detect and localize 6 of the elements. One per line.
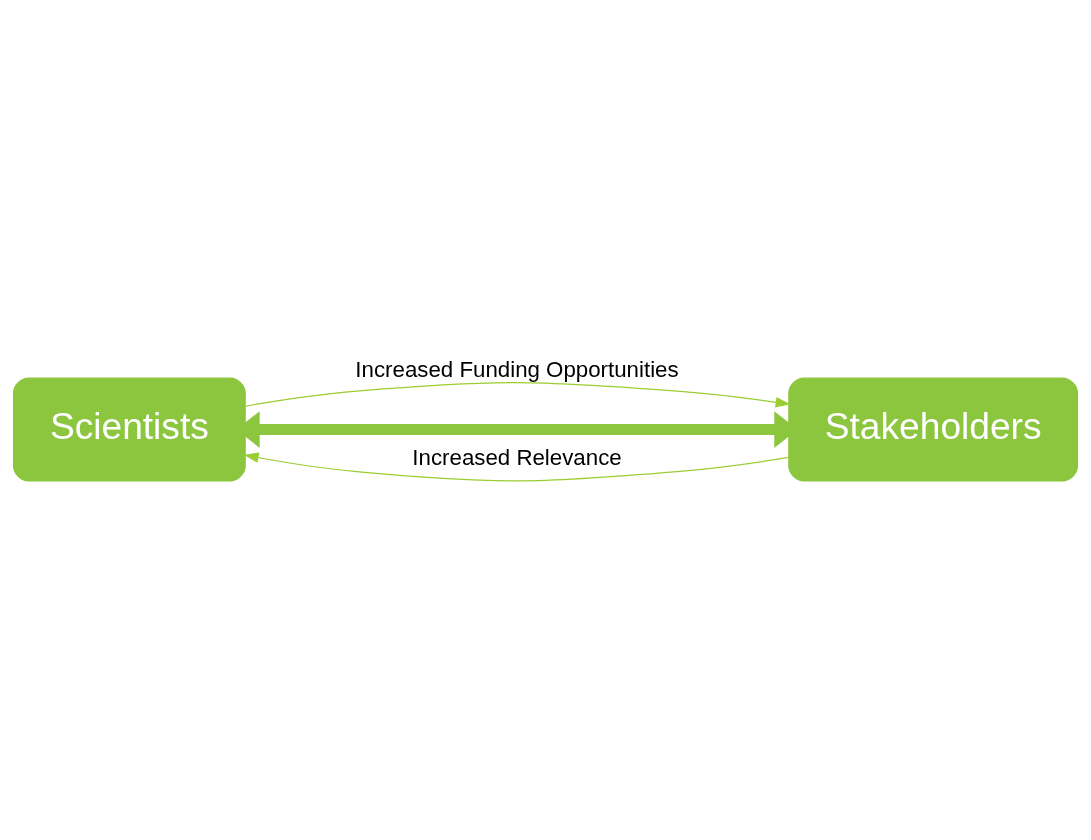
arrow <box>245 382 791 408</box>
arrow <box>243 452 790 482</box>
edge-label: Increased Funding Opportunities <box>355 356 679 382</box>
node-box: Stakeholders <box>788 377 1079 482</box>
node-box: Scientists <box>12 377 246 482</box>
edge-label: Increased Relevance <box>412 444 622 470</box>
